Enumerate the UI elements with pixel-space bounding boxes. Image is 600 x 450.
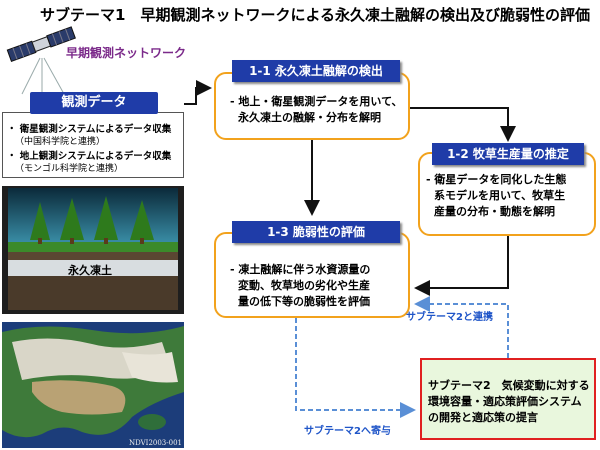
ndvi-satellite-map: NDVI2003-001 [2, 322, 184, 448]
box-1-1-title: 1-1 永久凍土融解の検出 [232, 60, 400, 82]
satellite-icon [6, 26, 76, 95]
observation-item-satellite: ・ 衛星観測システムによるデータ収集 [7, 124, 172, 135]
box-1-3-line: 量の低下等の脆弱性を評価 [238, 295, 370, 308]
box-1-2-line: 系モデルを用いて、牧草生 [434, 189, 566, 202]
observation-box: ・ 衛星観測システムによるデータ収集 （中国科学院と連携） ・ 地上観測システム… [2, 112, 184, 178]
observation-item-ground: ・ 地上観測システムによるデータ収集 [7, 151, 172, 162]
observation-section: ・ 衛星観測システムによるデータ収集 （中国科学院と連携） ・ 地上観測システム… [2, 92, 184, 180]
box-1-1-detection [214, 72, 410, 140]
subtheme-2-line: の開発と適応策の提言 [428, 411, 538, 424]
box-1-3-title: 1-3 脆弱性の評価 [232, 221, 400, 243]
box-1-1-line: 永久凍土の融解・分布を解明 [238, 111, 381, 124]
observation-sub-satellite: （中国科学院と連携） [15, 137, 106, 147]
subtheme-2-text: サブテーマ2 気候変動に対する 環境容量・適応策評価システム の開発と適応策の提… [428, 378, 594, 426]
arrow-1-1-to-1-2 [410, 107, 516, 142]
box-1-1-line: - 地上・衛星観測データを用いて、 [230, 95, 403, 108]
network-label: 早期観測ネットワーク [66, 46, 187, 60]
contribute-to-subtheme-2-label: サブテーマ2へ寄与 [304, 426, 391, 437]
box-1-2-title: 1-2 牧草生産量の推定 [432, 143, 584, 165]
box-1-1-text: - 地上・衛星観測データを用いて、 永久凍土の融解・分布を解明 [230, 94, 406, 126]
subtheme-2-line: 環境容量・適応策評価システム [428, 395, 582, 408]
arrow-theme2-to-1-3 [414, 296, 509, 358]
subtheme-2-box [420, 358, 596, 440]
box-1-2-text: - 衛星データを同化した生態 系モデルを用いて、牧草生 産量の分布・動態を解明 [426, 172, 592, 220]
ndvi-caption: NDVI2003-001 [129, 439, 182, 447]
box-1-3-line: 変動、牧草地の劣化や生産 [238, 279, 370, 292]
link-with-subtheme-2-label: サブテーマ2と連携 [406, 312, 493, 323]
observation-header: 観測データ [30, 92, 158, 114]
permafrost-illustration: 永久凍土 [2, 186, 184, 314]
observation-sub-ground: （モンゴル科学院と連携） [15, 164, 124, 174]
box-1-2-line: 産量の分布・動態を解明 [434, 205, 555, 218]
subtheme-2-line: サブテーマ2 気候変動に対する [428, 379, 590, 392]
arrow-1-2-to-1-3 [414, 236, 509, 296]
arrow-1-3-to-theme2 [295, 318, 416, 418]
page-title: サブテーマ1 早期観測ネットワークによる永久凍土融解の検出及び脆弱性の評価 [40, 6, 590, 24]
box-1-2-line: - 衛星データを同化した生態 [426, 173, 567, 186]
permafrost-label: 永久凍土 [68, 264, 112, 277]
box-1-3-line: - 凍土融解に伴う水資源量の [230, 263, 371, 276]
box-1-3-text: - 凍土融解に伴う水資源量の 変動、牧草地の劣化や生産 量の低下等の脆弱性を評価 [230, 262, 406, 310]
arrow-obs-to-1-1 [184, 80, 212, 105]
box-1-3-vulnerability [214, 232, 410, 318]
